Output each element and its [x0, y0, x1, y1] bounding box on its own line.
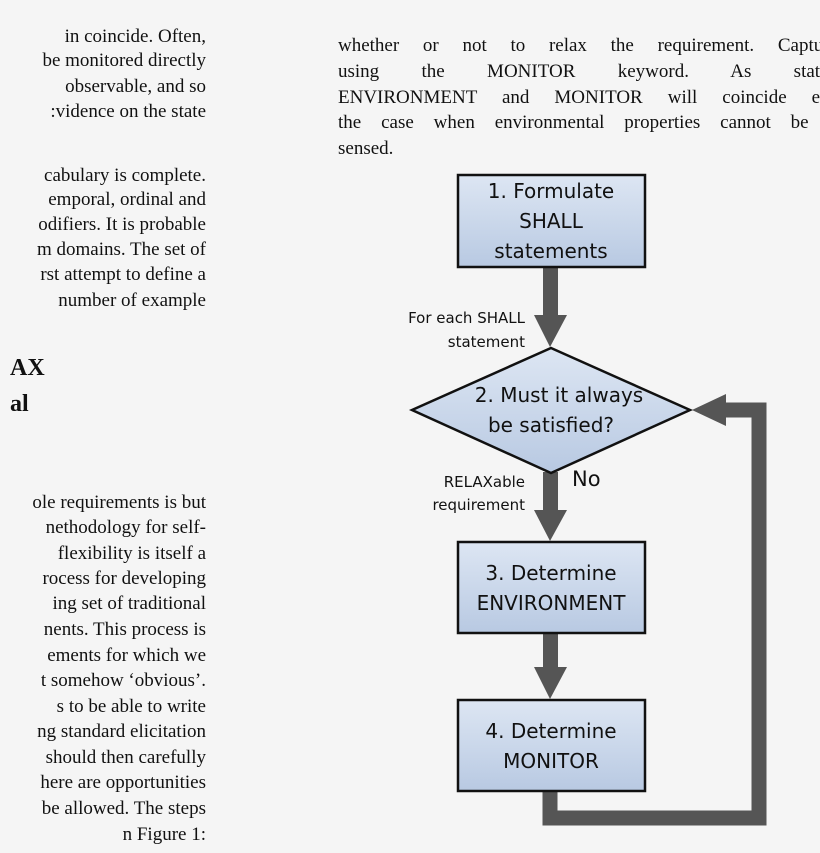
arrow-decision-to-box3 [534, 472, 567, 541]
text-line: the case when environmental properties c… [338, 112, 820, 134]
text-line: nents. This process is [43, 619, 206, 640]
box3-line2: ENVIRONMENT [477, 591, 627, 615]
text-line: ements for which we [47, 645, 206, 666]
edge2-label-line2: requirement [432, 496, 525, 514]
box1-line3: statements [494, 239, 607, 263]
edge1-label-line2: statement [448, 333, 525, 351]
text-line: number of example [58, 290, 206, 311]
text-line: be allowed. The steps [41, 798, 206, 819]
text-line: ole requirements is but [32, 492, 206, 513]
text-line: rst attempt to define a [40, 264, 206, 285]
text-line: t somehow ‘obvious’. [40, 670, 206, 691]
text-line: odifiers. It is probable [38, 214, 206, 235]
text-line: :vidence on the state [50, 101, 206, 122]
text-line: rocess for developing [42, 568, 206, 589]
text-line: should then carefully [45, 747, 206, 768]
flow-box-monitor: 4. Determine MONITOR [456, 698, 647, 793]
text-line: whether or not to relax the requirement.… [338, 35, 820, 56]
arrow-box1-to-decision [534, 267, 567, 347]
flow-box-formulate: 1. Formulate SHALL statements [456, 173, 647, 269]
text-line: emporal, ordinal and [48, 189, 206, 210]
box1-line2: SHALL [519, 209, 584, 233]
text-line: ng standard elicitation [37, 721, 206, 742]
edge2-label-line1: RELAXable [444, 473, 525, 491]
text-line: ing set of traditional [52, 593, 206, 614]
text-line: in coincide. Often, [64, 26, 206, 47]
text-line: observable, and so [65, 76, 206, 97]
text-line: sensed. [338, 138, 394, 160]
text-line: cabulary is complete. [44, 165, 206, 186]
flow-decision-diamond: 2. Must it always be satisfied? [408, 346, 694, 475]
box3-line1: 3. Determine [485, 561, 616, 585]
decision-line1: 2. Must it always [475, 383, 643, 407]
text-line: ENVIRONMENT and MONITOR will coincide ex… [338, 86, 820, 108]
text-line: n Figure 1: [122, 824, 206, 845]
right-column-text: whether or not to relax the requirement.… [338, 33, 820, 163]
decision-line2: be satisfied? [488, 413, 614, 437]
text-line: nethodology for self- [45, 517, 206, 538]
flow-box-environment: 3. Determine ENVIRONMENT [456, 540, 647, 635]
text-line: flexibility is itself a [57, 543, 206, 564]
text-line: s to be able to write [56, 696, 206, 717]
box4-line2: MONITOR [503, 749, 599, 773]
text-line: be monitored directly [42, 50, 206, 71]
loop-back-arrow [542, 394, 767, 826]
edge1-label-line1: For each SHALL [408, 309, 526, 327]
text-line: here are opportunities [40, 772, 206, 793]
section-heading-line-1: AX [10, 355, 45, 381]
box1-line1: 1. Formulate [488, 179, 614, 203]
arrow-box3-to-box4 [534, 633, 567, 699]
text-line: using the MONITOR keyword. As stated [338, 60, 820, 82]
text-line: m domains. The set of [36, 239, 206, 260]
left-column-text: in coincide. Often, be monitored directl… [0, 0, 206, 853]
section-heading-line-2: al [10, 391, 29, 417]
no-label: No [572, 467, 601, 491]
box4-line1: 4. Determine [485, 719, 616, 743]
